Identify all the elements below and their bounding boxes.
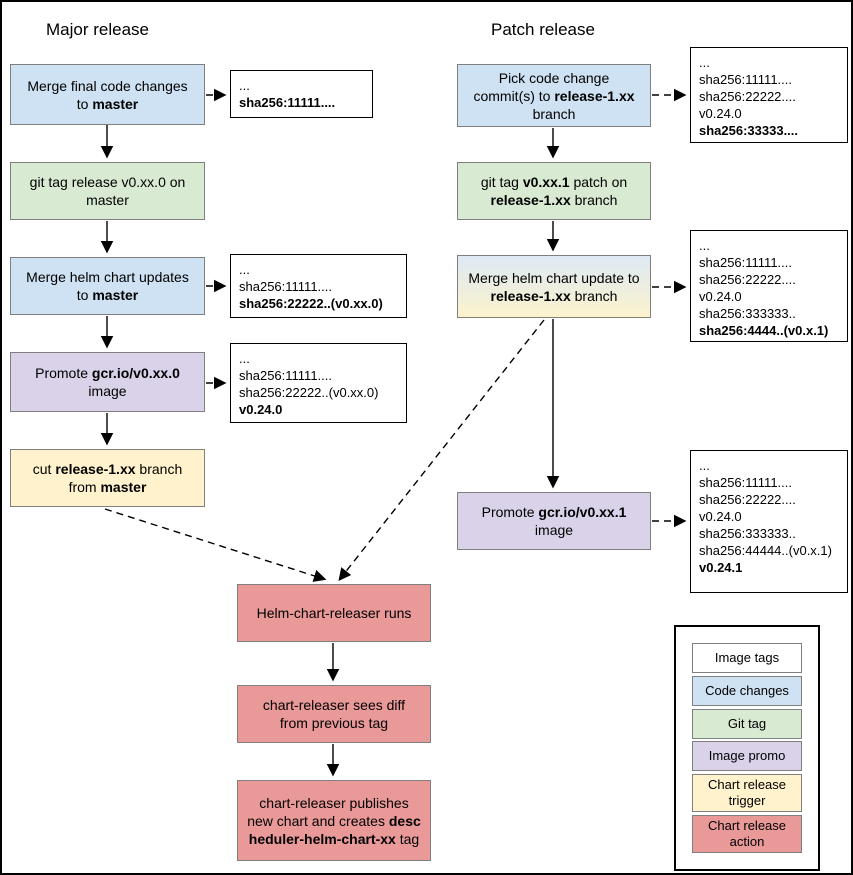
node-promote-image-patch: Promote gcr.io/v0.xx.1 image (457, 492, 651, 550)
note-major-helm-update: ... sha256:11111.... sha256:22222..(v0.x… (230, 254, 407, 318)
legend: Image tags Code changes Git tag Image pr… (674, 625, 820, 871)
node-text: chart-releaser publishes new chart and c… (247, 794, 421, 847)
note-major-merge-final: ... sha256:11111.... (230, 70, 373, 118)
note-line: sha256:4444..(v0.x.1) (699, 323, 829, 338)
note-line: sha256:22222.... (699, 272, 796, 287)
node-text: Merge final code changes to master (27, 77, 188, 112)
legend-item-chart-release-action: Chart release action (692, 814, 802, 853)
node-text: git tag release v0.xx.0 on master (29, 174, 186, 208)
patch-release-title: Patch release (491, 20, 595, 39)
note-line: v0.24.0 (699, 509, 742, 524)
note-line: ... (239, 78, 250, 93)
note-line: sha256:11111.... (239, 368, 332, 383)
note-line: sha256:11111.... (239, 95, 336, 110)
note-line: ... (239, 262, 250, 277)
node-text: Pick code change commit(s) to release-1.… (473, 69, 635, 122)
note-line: v0.24.0 (699, 289, 742, 304)
note-line: sha256:22222..(v0.xx.0) (239, 296, 383, 311)
note-line: v0.24.0 (699, 106, 742, 121)
node-chart-releaser-sees-diff: chart-releaser sees diff from previous t… (237, 685, 431, 743)
node-git-tag-major: git tag release v0.xx.0 on master (10, 162, 205, 220)
note-line: sha256:11111.... (699, 72, 792, 87)
note-line: v0.24.0 (239, 402, 283, 417)
note-line: v0.24.1 (699, 560, 743, 575)
legend-item-chart-release-trigger: Chart release trigger (692, 774, 802, 813)
note-line: ... (699, 55, 710, 70)
node-helm-chart-releaser-runs: Helm-chart-releaser runs (237, 584, 431, 642)
note-patch-pick-commit: ... sha256:11111.... sha256:22222.... v0… (690, 47, 848, 143)
node-cut-release-branch: cut release-1.xx branch from master (10, 449, 205, 507)
node-pick-code-change: Pick code change commit(s) to release-1.… (457, 64, 651, 127)
arrow-cut-branch-to-releaser (104, 508, 327, 582)
note-patch-promote: ... sha256:11111.... sha256:22222.... v0… (690, 450, 848, 593)
node-text: Merge helm chart update to release-1.xx … (468, 269, 640, 304)
legend-item-git-tag: Git tag (692, 708, 802, 739)
note-line: ... (699, 458, 710, 473)
legend-item-code-changes: Code changes (692, 675, 802, 706)
node-merge-final-code: Merge final code changes to master (10, 64, 205, 125)
node-text: cut release-1.xx branch from master (32, 461, 183, 495)
note-line: sha256:11111.... (699, 475, 792, 490)
note-line: sha256:11111.... (699, 255, 792, 270)
note-line: sha256:11111.... (239, 279, 332, 294)
node-chart-releaser-publishes: chart-releaser publishes new chart and c… (237, 780, 431, 861)
note-line: sha256:22222.... (699, 89, 796, 104)
note-line: sha256:333333.. (699, 306, 796, 321)
node-text: git tag v0.xx.1 patch on release-1.xx br… (480, 174, 628, 208)
legend-item-image-promo: Image promo (692, 741, 802, 772)
note-line: sha256:44444..(v0.x.1) (699, 543, 832, 558)
node-text: Merge helm chart updates to master (26, 269, 189, 303)
note-line: sha256:333333.. (699, 526, 796, 541)
legend-item-image-tags: Image tags (692, 643, 802, 673)
note-line: sha256:22222.... (699, 492, 796, 507)
note-patch-helm-update: ... sha256:11111.... sha256:22222.... v0… (690, 230, 848, 342)
note-major-promote: ... sha256:11111.... sha256:22222..(v0.x… (230, 343, 407, 423)
node-merge-helm-update-patch: Merge helm chart update to release-1.xx … (457, 255, 651, 318)
node-text: Promote gcr.io/v0.xx.0 image (35, 365, 180, 399)
node-text: Promote gcr.io/v0.xx.1 image (481, 504, 627, 538)
note-line: sha256:33333.... (699, 123, 799, 138)
node-text: chart-releaser sees diff from previous t… (262, 697, 406, 731)
node-text: Helm-chart-releaser runs (256, 605, 412, 621)
node-merge-helm-updates: Merge helm chart updates to master (10, 257, 205, 315)
note-line: ... (699, 238, 710, 253)
note-line: ... (239, 351, 250, 366)
node-git-tag-patch: git tag v0.xx.1 patch on release-1.xx br… (457, 162, 651, 220)
node-promote-image-major: Promote gcr.io/v0.xx.0 image (10, 352, 205, 412)
major-release-title: Major release (46, 20, 149, 39)
note-line: sha256:22222..(v0.xx.0) (239, 385, 379, 400)
